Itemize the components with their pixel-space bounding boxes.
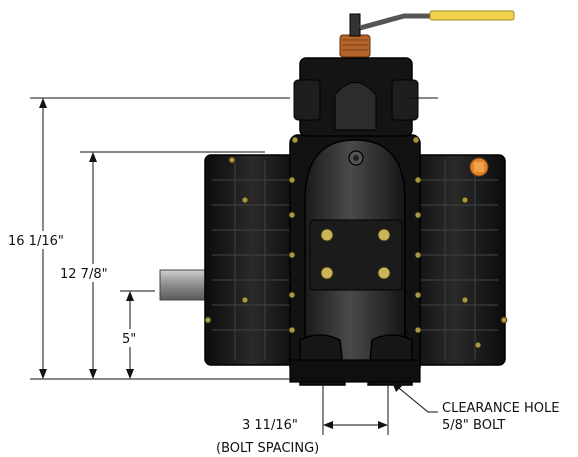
label-bg [119, 329, 141, 347]
front-plate-bolts [320, 228, 391, 280]
arrow [39, 98, 47, 108]
arrow [392, 382, 402, 392]
label-shaft-height: 5" [122, 332, 136, 347]
valve-handle-lever [359, 13, 440, 31]
right-ribs [412, 160, 498, 360]
label-bg [58, 264, 126, 282]
orange-fitting-cap [474, 162, 484, 172]
dome-center-bolt-hole [353, 155, 359, 161]
valve-right-port [391, 79, 419, 121]
valve-stem-copper [339, 34, 371, 58]
valve-center-body [334, 82, 377, 131]
bolt [377, 228, 391, 242]
copper-threads [342, 39, 368, 51]
label-bolt-spacing-note: (BOLT SPACING) [216, 441, 319, 456]
arrowheads [39, 98, 402, 429]
left-housing [204, 154, 301, 366]
arrow [126, 369, 134, 379]
pump-body [159, 10, 515, 386]
label-overall-height: 16 1/16" [8, 234, 64, 249]
housing-bolts [204, 136, 508, 349]
dimension-lines [30, 97, 438, 435]
left-ribs [212, 160, 292, 360]
bolt [377, 266, 391, 280]
callout-leader [393, 383, 438, 413]
callout-line-2: 5/8" BOLT [442, 418, 505, 433]
label-flange-height: 12 7/8" [60, 267, 108, 282]
arrow [126, 291, 134, 301]
arrow [89, 369, 97, 379]
arrow [39, 369, 47, 379]
valve-handle-grip [429, 10, 515, 21]
label-bolt-spacing: 3 11/16" [242, 418, 298, 433]
arrow [89, 152, 97, 162]
drive-shaft [159, 269, 213, 301]
bolt [320, 266, 334, 280]
valve-left-port [293, 79, 321, 121]
base-plate [289, 359, 421, 383]
arrow [323, 421, 333, 429]
bolt [320, 228, 334, 242]
label-bg [6, 231, 78, 249]
callout-line-1: CLEARANCE HOLE [442, 401, 559, 416]
arrow [378, 421, 388, 429]
valve-stem [349, 13, 361, 37]
